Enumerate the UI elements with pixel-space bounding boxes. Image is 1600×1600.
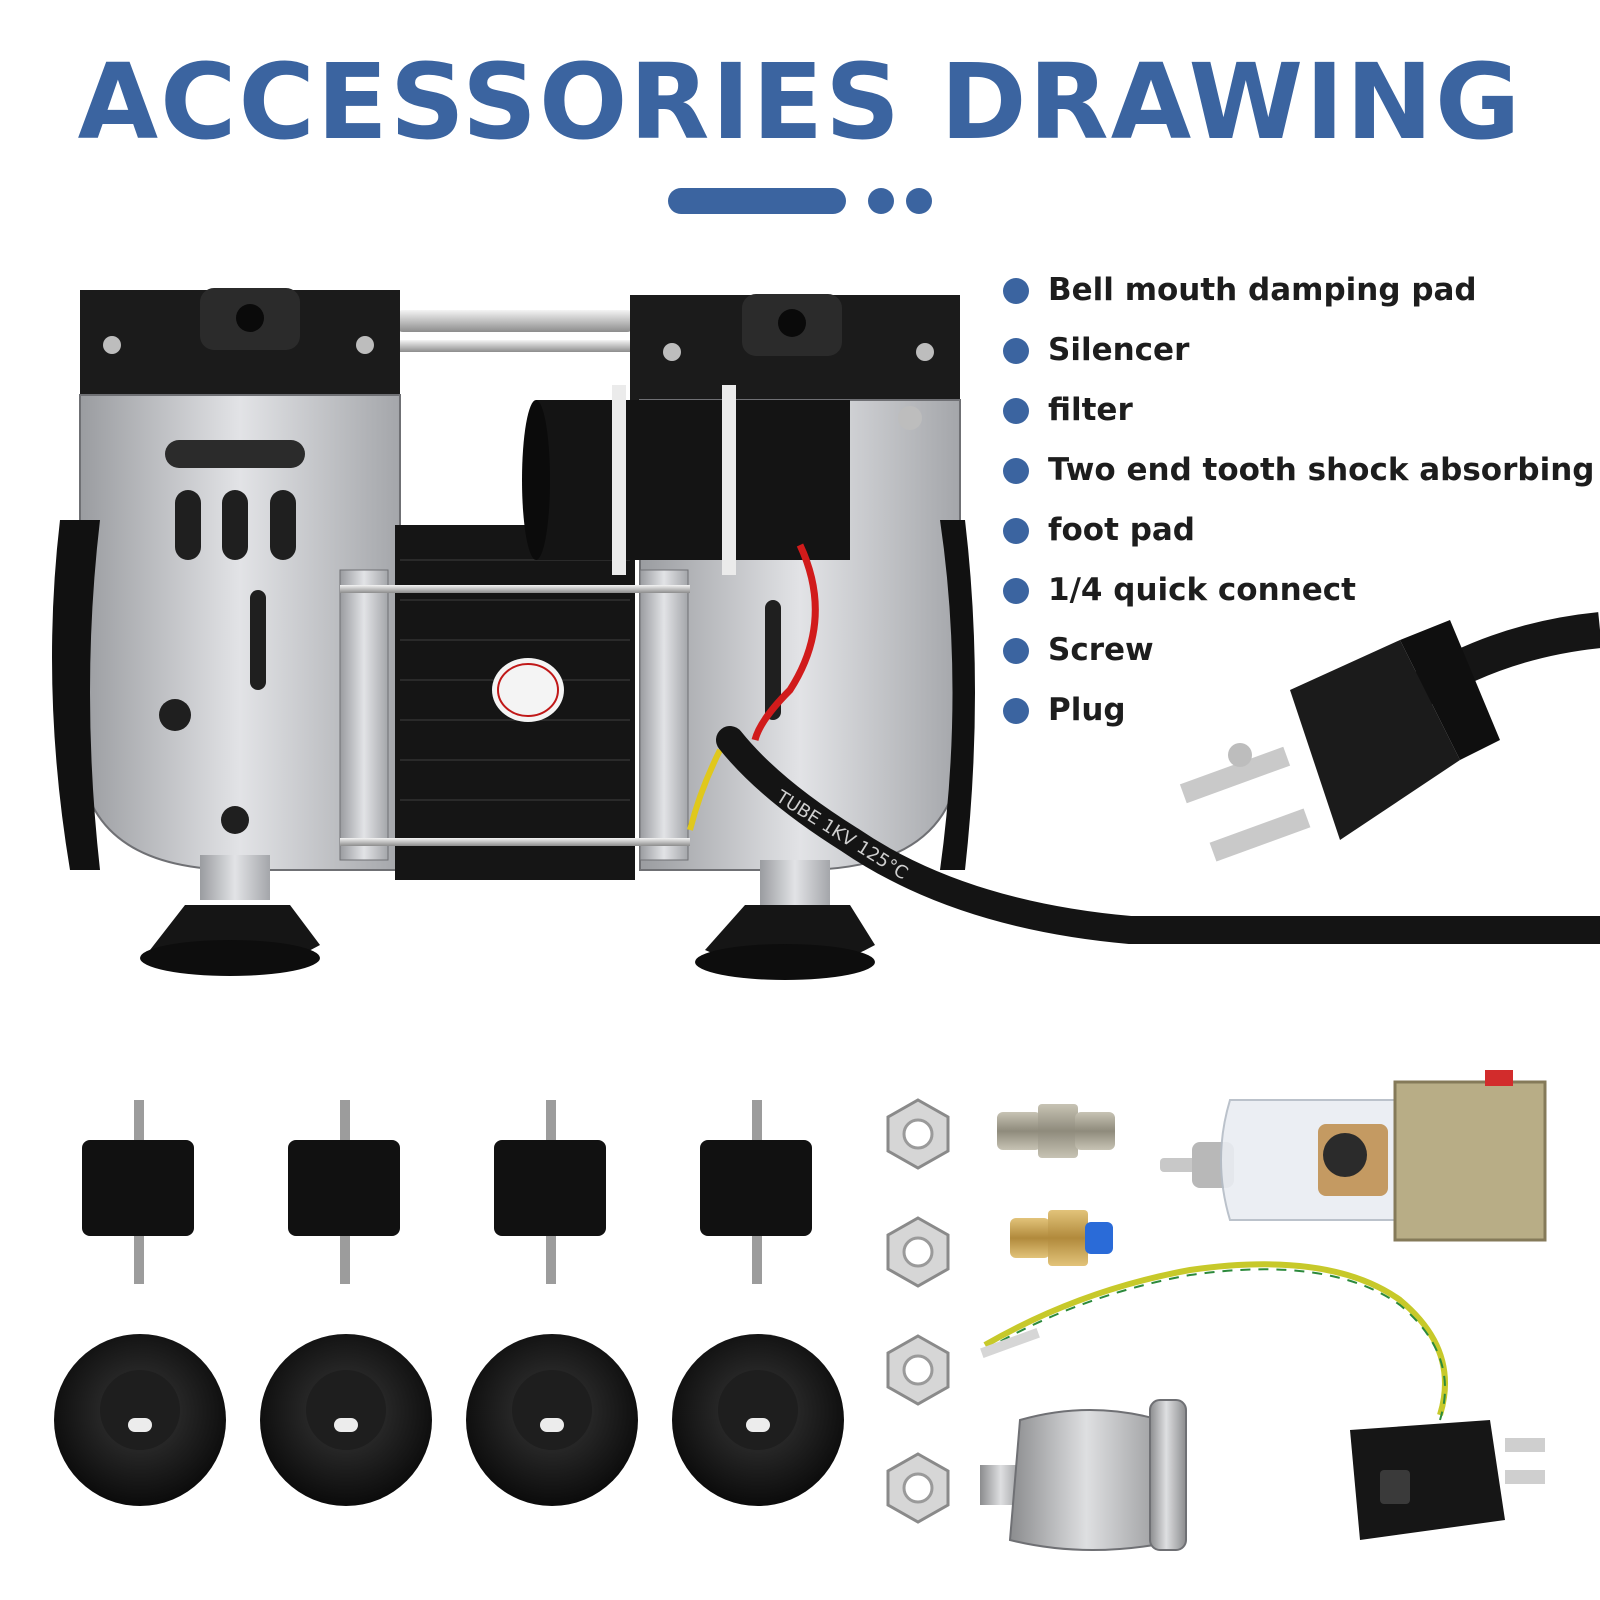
- list-item-label: Screw: [1048, 632, 1154, 668]
- list-item: foot pad: [1003, 510, 1594, 570]
- bullet-icon: [1003, 278, 1029, 304]
- end-cap-left: [52, 520, 100, 870]
- damping-pad: [260, 1334, 432, 1506]
- bullet-icon: [1003, 338, 1029, 364]
- power-cord: [716, 726, 1600, 944]
- list-item: 1/4 quick connect: [1003, 570, 1594, 630]
- plug-photo: [1179, 612, 1600, 862]
- compressor-photo: TUBE 1KV 125°C: [52, 288, 1600, 980]
- list-item: Plug: [1003, 690, 1594, 750]
- hex-nut: [886, 1216, 950, 1288]
- damping-pad: [672, 1334, 844, 1506]
- damping-pad: [466, 1334, 638, 1506]
- compressor-foot: [140, 855, 320, 976]
- capacitor: [536, 400, 850, 560]
- quick-connect: [1010, 1210, 1113, 1266]
- tie-rod: [395, 310, 635, 332]
- title-underline-dot: [868, 188, 894, 214]
- list-item-label: Bell mouth damping pad: [1048, 272, 1477, 308]
- list-item-label: foot pad: [1048, 512, 1195, 548]
- plug-prong: [1179, 746, 1291, 804]
- end-cap-right: [940, 520, 975, 870]
- list-item-label: Two end tooth shock absorbing: [1048, 452, 1595, 488]
- page-title: ACCESSORIES DRAWING: [77, 41, 1523, 163]
- hex-nut: [886, 1098, 950, 1170]
- bullet-icon: [1003, 698, 1029, 724]
- list-item-label: Silencer: [1048, 332, 1190, 368]
- bullet-icon: [1003, 638, 1029, 664]
- shock-absorber: [700, 1100, 812, 1284]
- list-item: Bell mouth damping pad: [1003, 270, 1594, 330]
- bullet-icon: [1003, 578, 1029, 604]
- damping-pad: [54, 1334, 226, 1506]
- ground-wire: [983, 1261, 1448, 1416]
- plug-adapter: [1350, 1420, 1545, 1540]
- bullet-icon: [1003, 458, 1029, 484]
- list-item: Silencer: [1003, 330, 1594, 390]
- list-item: Screw: [1003, 630, 1594, 690]
- list-item-label: Plug: [1048, 692, 1126, 728]
- plug-prong: [1505, 1470, 1545, 1484]
- threaded-fitting: [997, 1104, 1115, 1158]
- title-underline-dot: [906, 188, 932, 214]
- silencer: [980, 1399, 1187, 1551]
- cable-tie: [722, 385, 736, 575]
- cable-tie: [612, 385, 626, 575]
- plug-prong: [1209, 808, 1311, 862]
- plug-prong: [1505, 1438, 1545, 1452]
- shock-absorber: [288, 1100, 400, 1284]
- title-underline-bar: [668, 188, 846, 214]
- list-item: filter: [1003, 390, 1594, 450]
- tie-rod: [395, 340, 635, 352]
- air-filter: [1160, 1070, 1547, 1242]
- list-item-label: 1/4 quick connect: [1048, 572, 1356, 608]
- accessories-list: Bell mouth damping pad Silencer filter T…: [1003, 270, 1594, 750]
- shock-absorber: [82, 1100, 194, 1284]
- bullet-icon: [1003, 398, 1029, 424]
- list-item-label: filter: [1048, 392, 1133, 428]
- red-wire: [751, 543, 819, 742]
- shock-absorber: [494, 1100, 606, 1284]
- compressor-foot: [695, 860, 875, 980]
- list-item: Two end tooth shock absorbing: [1003, 450, 1594, 510]
- hex-nut: [886, 1452, 950, 1524]
- bullet-icon: [1003, 518, 1029, 544]
- qc-sticker: [492, 658, 564, 722]
- hex-nut: [886, 1334, 950, 1406]
